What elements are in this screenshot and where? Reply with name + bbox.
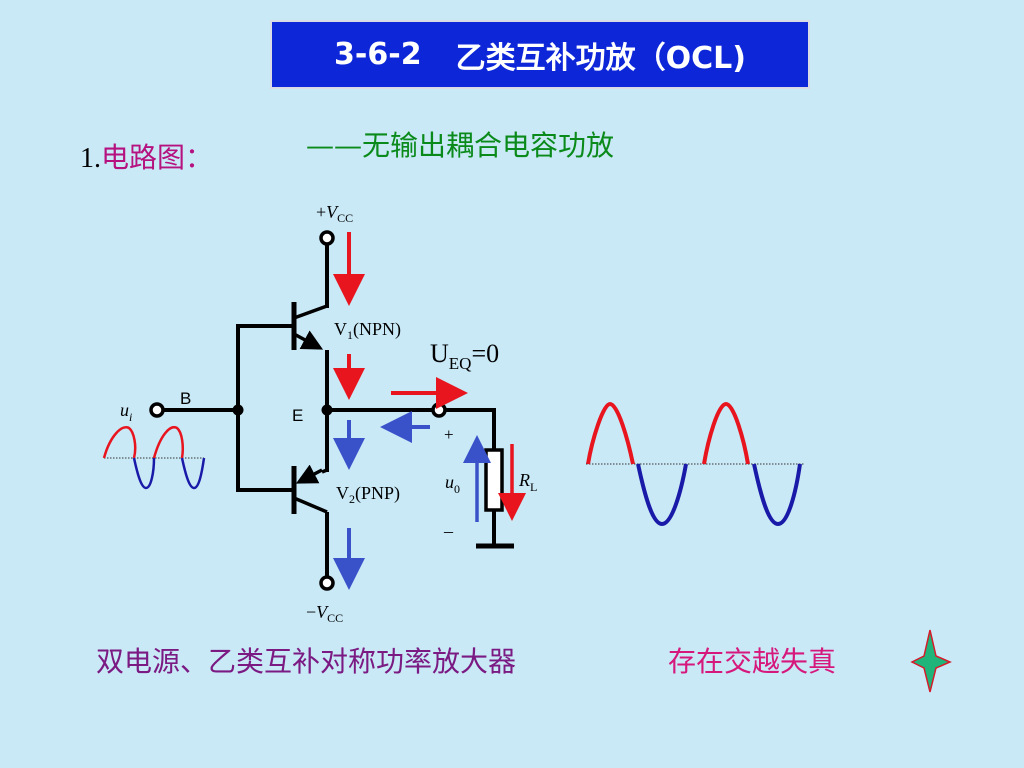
node-e-label: E [292, 406, 303, 425]
base-bus [236, 324, 294, 492]
vcc-neg-label: −VCC [306, 602, 343, 625]
decorative-star-icon [910, 629, 952, 693]
output-terminal [431, 402, 447, 418]
uo-label: u0 [445, 472, 460, 496]
load-resistor [484, 448, 504, 512]
plus-label: + [444, 425, 454, 444]
heading-number: 1. [80, 143, 101, 174]
minus-label: – [443, 521, 454, 541]
ui-label: ui [120, 400, 132, 424]
v2-label: V2(PNP) [336, 483, 400, 506]
vcc-pos-terminal [319, 230, 335, 246]
summary-right: 存在交越失真 [668, 645, 837, 678]
load-wire-top [445, 408, 496, 450]
heading-text: 电路图： [101, 141, 214, 174]
node-b-label: B [180, 389, 191, 408]
ueq-label: UEQ=0 [430, 339, 499, 373]
summary-left: 双电源、乙类互补对称功率放大器 [96, 645, 517, 678]
npn-transistor-v1 [291, 302, 328, 350]
output-crossover-waveform [586, 401, 804, 527]
title-banner: 3-6-2 乙类互补功放（OCL) [270, 20, 810, 89]
rl-label: RL [518, 470, 537, 494]
input-terminal [149, 402, 165, 418]
pnp-transistor-v2 [291, 464, 328, 514]
section-heading: 1.电路图： [80, 136, 213, 176]
node-b-dot [232, 404, 244, 416]
title-number: 3-6-2 [334, 37, 422, 72]
subtitle: ——无输出耦合电容功放 [306, 129, 615, 162]
title-text: 乙类互补功放（OCL) [455, 40, 746, 76]
vcc-neg-terminal [319, 575, 335, 591]
v1-label: V1(NPN) [334, 319, 401, 342]
vcc-pos-label: +VCC [316, 202, 353, 225]
input-sine-waveform [102, 426, 206, 490]
